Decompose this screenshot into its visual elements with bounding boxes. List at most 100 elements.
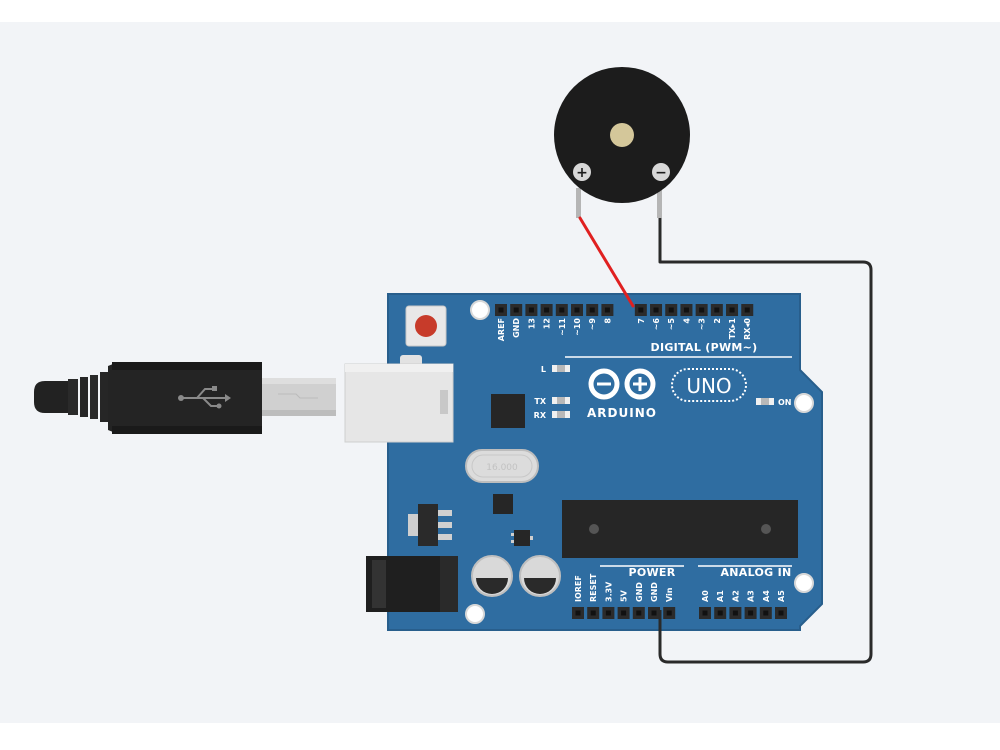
pin-a1[interactable] — [714, 607, 727, 619]
pin--11[interactable] — [555, 304, 568, 316]
buzzer-plus-label: + — [576, 165, 588, 181]
pin-label: ~11 — [558, 318, 567, 336]
pin-label: A0 — [701, 590, 710, 602]
mounting-hole — [465, 604, 485, 624]
pin-label: ~9 — [588, 318, 597, 331]
pin-7[interactable] — [634, 304, 647, 316]
pin-a4[interactable] — [759, 607, 772, 619]
led-on: ON — [756, 398, 792, 407]
voltage-regulator — [408, 504, 452, 546]
pin-label: A3 — [747, 590, 756, 602]
pin--6[interactable] — [650, 304, 663, 316]
digital-pin-header — [495, 304, 754, 316]
pin-label: A2 — [731, 590, 740, 602]
pin-8[interactable] — [601, 304, 614, 316]
capacitor — [471, 555, 513, 597]
model-badge: UNO — [671, 368, 747, 402]
atmega-chip — [562, 500, 798, 558]
reset-button-icon — [415, 315, 437, 337]
buzzer-minus-label: − — [655, 165, 667, 181]
pin--10[interactable] — [571, 304, 583, 316]
pin-label: 8 — [603, 318, 612, 324]
buzzer-negative-terminal: − — [652, 163, 670, 181]
arduino-uno-board[interactable]: 16.000 L TX RX ON — [344, 293, 823, 631]
pin-label: 12 — [543, 318, 552, 329]
led-rx: RX — [534, 411, 570, 420]
usb-controller-chip — [491, 394, 525, 428]
buzzer-positive-terminal: + — [573, 163, 591, 181]
pin-label: IOREF — [574, 575, 583, 602]
pin-label: GND — [635, 582, 644, 602]
dc-power-jack — [366, 556, 458, 612]
arduino-logo-icon — [588, 368, 656, 400]
pin-5v[interactable] — [617, 607, 630, 619]
small-chip — [493, 494, 513, 514]
usb-cable[interactable] — [34, 362, 336, 434]
pin-12[interactable] — [540, 304, 553, 316]
pin-label: 4 — [682, 318, 691, 324]
pin-label: ~3 — [698, 318, 707, 330]
pin-gnd[interactable] — [632, 607, 645, 619]
pin-gnd[interactable] — [648, 607, 660, 619]
pin-gnd[interactable] — [510, 304, 523, 316]
pin-label: TX▸1 — [728, 318, 737, 340]
pin--9[interactable] — [586, 304, 599, 316]
led-tx-label: TX — [534, 397, 546, 406]
pin-label: ~5 — [667, 318, 676, 331]
pin-label: 7 — [637, 318, 646, 324]
pin-4[interactable] — [680, 304, 693, 316]
pin-label: 5V — [620, 589, 629, 602]
pin-a2[interactable] — [729, 607, 742, 619]
mounting-hole — [794, 393, 814, 413]
wire-black-buzzer-to-gnd[interactable] — [658, 218, 873, 664]
pin-a3[interactable] — [744, 607, 757, 619]
pin-label: A4 — [762, 590, 771, 602]
pin-a5[interactable] — [775, 607, 787, 619]
brand-label: ARDUINO — [587, 406, 657, 420]
analog-pin-header — [699, 607, 787, 619]
reset-button[interactable] — [405, 305, 447, 347]
analog-header-title: ANALOG IN — [720, 566, 791, 579]
model-label: UNO — [686, 374, 731, 398]
pin-3-3v[interactable] — [602, 607, 615, 619]
led-tx: TX — [534, 397, 570, 406]
usb-b-port — [344, 355, 454, 443]
pin-label: GND — [650, 582, 659, 602]
pin-vin[interactable] — [663, 607, 676, 619]
pin-label: RESET — [589, 573, 598, 602]
capacitor — [519, 555, 561, 597]
pin-aref[interactable] — [495, 304, 507, 316]
pin-label: A5 — [777, 590, 786, 602]
pin-label: RX◂0 — [743, 318, 752, 340]
mounting-hole — [794, 573, 814, 593]
analog-pin-labels: A0 A1 A2 A3 A4 A5 — [701, 590, 786, 602]
usb-icon — [178, 386, 231, 409]
pin-label: ~6 — [652, 318, 661, 331]
pin-reset[interactable] — [587, 607, 600, 619]
pin-label: A1 — [716, 590, 725, 602]
pin-label: AREF — [497, 318, 506, 341]
pin-label: ~10 — [573, 318, 582, 336]
transistor — [511, 530, 533, 546]
pin-label: 13 — [527, 318, 536, 329]
power-pin-header — [572, 607, 676, 619]
pin-a0[interactable] — [699, 607, 711, 619]
digital-pin-labels: AREF GND 13 12 ~11 ~10 ~9 8 7 ~6 ~5 4 ~3 2 TX▸1 RX◂0 — [497, 318, 752, 342]
pin-13[interactable] — [525, 304, 538, 316]
piezo-buzzer[interactable]: + − — [554, 67, 690, 218]
pin--3[interactable] — [695, 304, 708, 316]
crystal-oscillator: 16.000 — [465, 449, 539, 483]
digital-header-title: DIGITAL (PWM~) — [651, 341, 758, 354]
pin-label: GND — [512, 318, 521, 338]
pin--5[interactable] — [665, 304, 678, 316]
wire-red-buzzer-to-pin9[interactable] — [578, 216, 635, 308]
pin-2[interactable] — [710, 304, 723, 316]
led-l: L — [541, 365, 570, 374]
pin-label: 2 — [713, 318, 722, 324]
led-on-label: ON — [778, 398, 792, 407]
pin-tx-1[interactable] — [726, 304, 739, 316]
pin-ioref[interactable] — [572, 607, 584, 619]
pin-rx-0[interactable] — [741, 304, 754, 316]
